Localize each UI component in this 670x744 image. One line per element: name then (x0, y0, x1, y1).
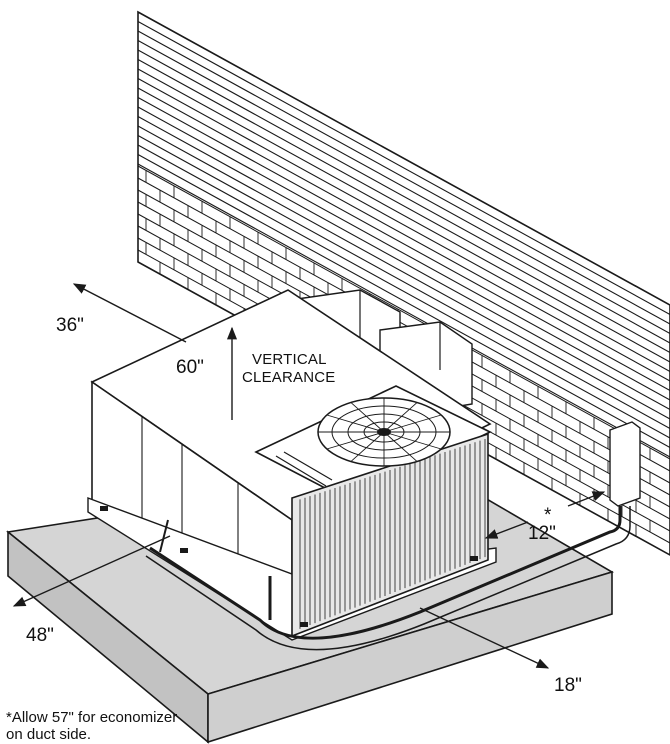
wall-siding (137, 21, 670, 458)
siding-line (137, 144, 670, 439)
disconnect-box (609, 421, 641, 507)
siding-line (137, 87, 670, 382)
front-left-clearance-arrow (12, 535, 171, 607)
condenser-coil-fins (299, 438, 486, 629)
siding-line (137, 30, 670, 325)
fan-spoke (383, 402, 418, 433)
siding-line (137, 135, 670, 429)
siding-line (137, 68, 670, 363)
siding-line (137, 78, 670, 372)
side-clearance-asterisk: * (544, 505, 552, 526)
economizer-footnote-line1: *Allow 57" for economizer (6, 709, 178, 726)
side-clearance-label: 12" (528, 523, 556, 544)
siding-line (137, 125, 670, 420)
fan-spoke (350, 402, 385, 433)
condenser-fan-guard (317, 397, 451, 467)
unit-feet (100, 506, 478, 627)
front-right-clearance-arrow (419, 607, 550, 669)
fan-spoke (383, 414, 442, 433)
siding-line (137, 49, 670, 344)
front-right-clearance-label: 18" (554, 675, 582, 696)
fan-spoke (326, 414, 385, 433)
clearance-arrows (12, 283, 606, 669)
siding-line (137, 154, 670, 448)
vertical-clearance-label-line1: VERTICAL (252, 351, 327, 368)
brick-course (137, 177, 670, 472)
fan-spoke (383, 431, 418, 462)
fan-spoke (383, 431, 442, 450)
fan-spoke (350, 431, 385, 462)
rear-clearance-label: 36" (56, 315, 84, 336)
siding-line (137, 163, 670, 458)
side-clearance-arrow-out (567, 491, 606, 507)
fan-spoke (326, 431, 385, 450)
conduit-lines (145, 421, 641, 651)
side-clearance-arrow-in (484, 521, 529, 539)
siding-line (137, 40, 670, 334)
pad-front-right (207, 570, 613, 744)
siding-line (137, 21, 670, 315)
vertical-clearance-label-line2: CLEARANCE (242, 369, 336, 386)
economizer-footnote-line2: on duct side. (6, 726, 92, 743)
rear-clearance-arrow (72, 283, 187, 343)
brick-course (137, 165, 670, 460)
vertical-clearance-value: 60" (176, 357, 204, 378)
siding-line (137, 97, 670, 391)
front-left-clearance-label: 48" (26, 625, 54, 646)
siding-line (137, 59, 670, 353)
building-wall (137, 10, 670, 556)
siding-line (137, 106, 670, 401)
siding-line (137, 116, 670, 410)
wall-face (137, 10, 670, 556)
rooftop-unit (87, 289, 497, 641)
